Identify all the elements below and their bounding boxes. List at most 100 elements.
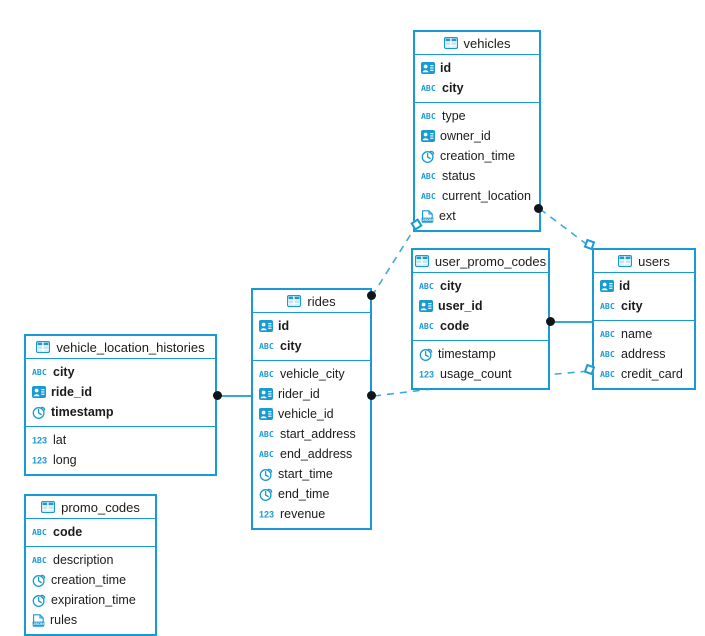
column-name: ride_id — [51, 384, 92, 399]
table-header-users[interactable]: users — [594, 250, 694, 273]
column-row[interactable]: JSON rules — [26, 610, 155, 630]
primary-key-row[interactable]: id — [253, 316, 370, 336]
column-name: credit_card — [621, 366, 683, 381]
abc-icon: ABC — [419, 321, 435, 331]
clock-icon — [421, 150, 435, 163]
column-row[interactable]: JSON ext — [415, 206, 539, 226]
column-row[interactable]: ABC address — [594, 344, 694, 364]
column-name: description — [53, 552, 114, 567]
primary-key-row[interactable]: ABC city — [594, 296, 694, 316]
edge-vehicles-users[interactable] — [539, 208, 590, 247]
table-node-promo_codes[interactable]: promo_codes ABC code ABC description cre… — [24, 494, 157, 636]
edge-rides-vehicles[interactable] — [371, 225, 417, 297]
clock-icon — [32, 406, 46, 419]
column-name: usage_count — [440, 366, 512, 381]
svg-text:ABC: ABC — [259, 341, 274, 351]
column-name: id — [278, 318, 290, 333]
column-row[interactable]: expiration_time — [26, 590, 155, 610]
column-row[interactable]: rider_id — [253, 384, 370, 404]
column-name: city — [440, 278, 462, 293]
primary-key-group: id ABC city — [253, 313, 370, 361]
table-header-promo_codes[interactable]: promo_codes — [26, 496, 155, 519]
abc-icon: ABC — [600, 301, 616, 311]
column-row[interactable]: ABC description — [26, 550, 155, 570]
primary-key-row[interactable]: ABC city — [253, 336, 370, 356]
abc-icon: ABC — [419, 281, 435, 291]
primary-key-row[interactable]: id — [594, 276, 694, 296]
column-name: owner_id — [440, 128, 491, 143]
table-node-vehicle_location_histories[interactable]: vehicle_location_histories ABC city ride… — [24, 334, 217, 476]
table-header-vehicle_location_histories[interactable]: vehicle_location_histories — [26, 336, 215, 359]
column-name: city — [621, 298, 643, 313]
primary-key-group: id ABC city — [594, 273, 694, 321]
table-header-user_promo_codes[interactable]: user_promo_codes — [413, 250, 548, 273]
column-row[interactable]: vehicle_id — [253, 404, 370, 424]
svg-text:ABC: ABC — [421, 191, 436, 201]
column-row[interactable]: owner_id — [415, 126, 539, 146]
identity-card-icon — [259, 388, 273, 400]
column-row[interactable]: 123 usage_count — [413, 364, 548, 384]
column-name: revenue — [280, 506, 326, 521]
column-row[interactable]: ABC current_location — [415, 186, 539, 206]
table-grid-icon — [287, 295, 302, 307]
svg-text:123: 123 — [32, 435, 47, 445]
123-icon: 123 — [419, 369, 435, 379]
identity-card-icon — [600, 280, 614, 292]
column-row[interactable]: end_time — [253, 484, 370, 504]
column-name: city — [280, 338, 302, 353]
column-row[interactable]: ABC end_address — [253, 444, 370, 464]
svg-text:ABC: ABC — [600, 301, 615, 311]
abc-icon: ABC — [421, 191, 437, 201]
abc-icon: ABC — [421, 111, 437, 121]
column-group: ABC name ABC address ABC credit_card — [594, 321, 694, 388]
identity-card-icon — [421, 130, 435, 142]
column-row[interactable]: creation_time — [415, 146, 539, 166]
column-row[interactable]: ABC type — [415, 106, 539, 126]
table-header-rides[interactable]: rides — [253, 290, 370, 313]
column-name: user_id — [438, 298, 483, 313]
table-node-vehicles[interactable]: vehicles id ABC city ABC type owner_id c… — [413, 30, 541, 232]
column-row[interactable]: ABC start_address — [253, 424, 370, 444]
svg-text:123: 123 — [259, 509, 274, 519]
column-row[interactable]: ABC credit_card — [594, 364, 694, 384]
table-node-users[interactable]: users id ABC city ABC name ABC address A… — [592, 248, 696, 390]
column-row[interactable]: ABC name — [594, 324, 694, 344]
primary-key-row[interactable]: id — [415, 58, 539, 78]
column-row[interactable]: start_time — [253, 464, 370, 484]
primary-key-row[interactable]: ABC city — [413, 276, 548, 296]
abc-icon: ABC — [421, 171, 437, 181]
column-name: id — [440, 60, 452, 75]
svg-text:ABC: ABC — [259, 429, 274, 439]
column-name: address — [621, 346, 666, 361]
column-row[interactable]: 123 lat — [26, 430, 215, 450]
table-title: users — [638, 253, 670, 269]
svg-text:ABC: ABC — [419, 281, 434, 291]
primary-key-row[interactable]: ride_id — [26, 382, 215, 402]
clock-icon — [419, 348, 433, 361]
primary-key-row[interactable]: ABC code — [26, 522, 155, 542]
column-name: rider_id — [278, 386, 320, 401]
primary-key-row[interactable]: timestamp — [26, 402, 215, 422]
column-name: timestamp — [51, 404, 114, 419]
column-row[interactable]: timestamp — [413, 344, 548, 364]
column-row[interactable]: ABC status — [415, 166, 539, 186]
column-row[interactable]: creation_time — [26, 570, 155, 590]
primary-key-row[interactable]: user_id — [413, 296, 548, 316]
primary-key-row[interactable]: ABC city — [26, 362, 215, 382]
column-row[interactable]: 123 revenue — [253, 504, 370, 524]
primary-key-row[interactable]: ABC code — [413, 316, 548, 336]
table-node-user_promo_codes[interactable]: user_promo_codes ABC city user_id ABC co… — [411, 248, 550, 390]
column-row[interactable]: 123 long — [26, 450, 215, 470]
column-row[interactable]: ABC vehicle_city — [253, 364, 370, 384]
table-node-rides[interactable]: rides id ABC city ABC vehicle_city rider… — [251, 288, 372, 530]
table-header-vehicles[interactable]: vehicles — [415, 32, 539, 55]
column-group: timestamp 123 usage_count — [413, 341, 548, 388]
svg-text:ABC: ABC — [600, 329, 615, 339]
column-name: id — [619, 278, 631, 293]
abc-icon: ABC — [259, 429, 275, 439]
clock-icon — [259, 488, 273, 501]
column-name: creation_time — [440, 148, 516, 163]
edge-endpoint-dot-vehicles-right — [534, 204, 543, 213]
primary-key-row[interactable]: ABC city — [415, 78, 539, 98]
column-name: creation_time — [51, 572, 127, 587]
